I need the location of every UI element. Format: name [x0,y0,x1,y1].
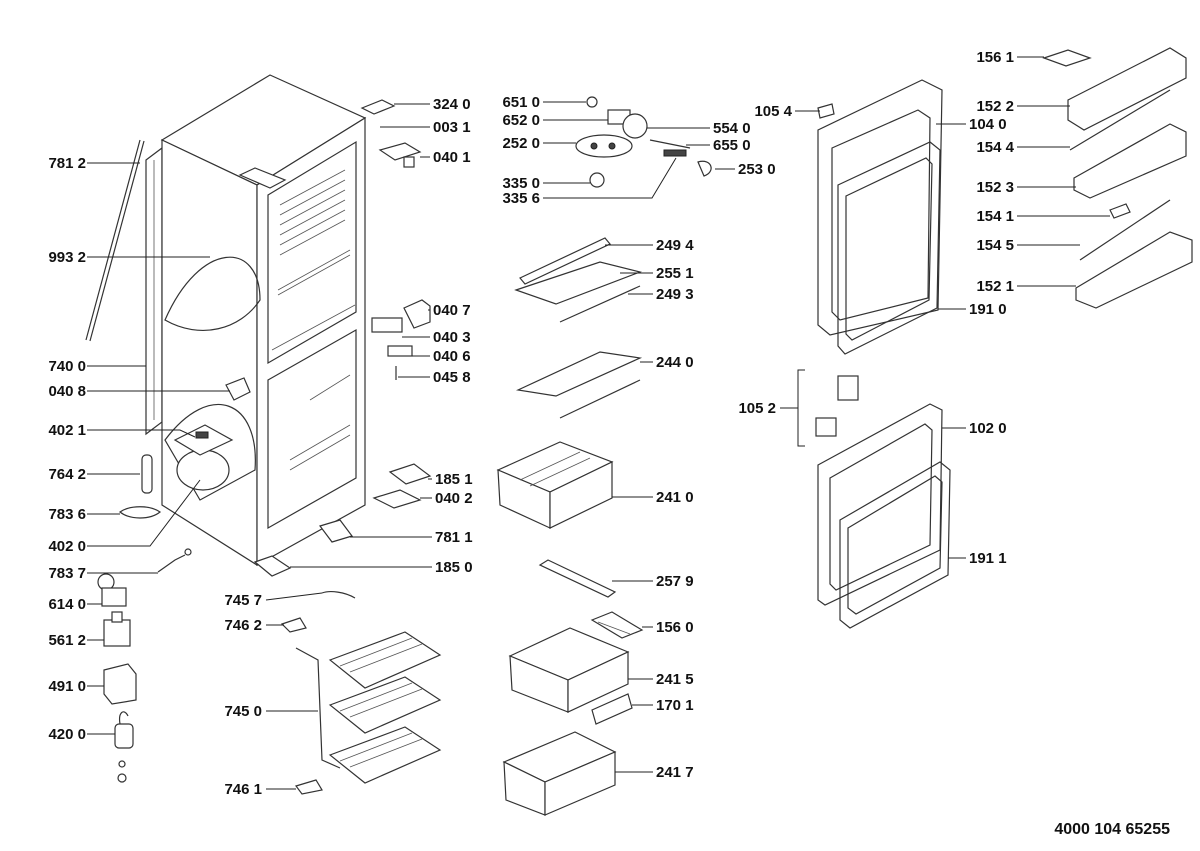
part-label: 040 1 [433,149,471,166]
part-label: 040 2 [435,490,473,507]
cabinet-drawing [160,74,367,567]
part-label: 105 2 [738,400,776,417]
brackets-drawing [225,99,432,577]
part-label: 781 1 [435,529,473,546]
part-label: 764 2 [48,466,86,483]
part-label: 241 7 [656,764,694,781]
part-label: 651 0 [502,94,540,111]
part-label: 244 0 [656,354,694,371]
part-label: 040 6 [433,348,471,365]
part-label: 335 6 [502,190,540,207]
part-label: 170 1 [656,697,694,714]
document-number: 4000 104 65255 [1054,821,1170,838]
part-label: 185 1 [435,471,473,488]
part-label: 740 0 [48,358,86,375]
part-label: 156 1 [976,49,1014,66]
part-label: 152 2 [976,98,1014,115]
part-label: 102 0 [969,420,1007,437]
leader-lines [87,56,1110,790]
part-label: 191 0 [969,301,1007,318]
part-label: 783 6 [48,506,86,523]
part-label: 420 0 [48,726,86,743]
part-label: 045 8 [433,369,471,386]
part-label: 652 0 [502,112,540,129]
part-label: 003 1 [433,119,471,136]
part-label: 746 2 [224,617,262,634]
part-label: 655 0 [713,137,751,154]
drawers-drawing [496,441,644,816]
part-label: 040 7 [433,302,471,319]
part-781-2-drawing [85,139,145,342]
part-label: 253 0 [738,161,776,178]
part-label: 249 3 [656,286,694,303]
part-label: 241 5 [656,671,694,688]
compressor-drawing [118,424,234,573]
part-label: 781 2 [48,155,86,172]
part-label: 561 2 [48,632,86,649]
part-label: 152 1 [976,278,1014,295]
part-label: 104 0 [969,116,1007,133]
part-label: 040 8 [48,383,86,400]
part-label: 040 3 [433,329,471,346]
part-label: 152 3 [976,179,1014,196]
part-label: 156 0 [656,619,694,636]
part-label: 252 0 [502,135,540,152]
part-label: 324 0 [433,96,471,113]
thermostat-parts-drawing [575,96,712,188]
part-label: 154 1 [976,208,1014,225]
electrical-parts-drawing [97,573,137,783]
part-label: 554 0 [713,120,751,137]
part-label: 255 1 [656,265,694,282]
part-label: 154 4 [976,139,1014,156]
part-label: 783 7 [48,565,86,582]
part-label: 746 1 [224,781,262,798]
part-label: 257 9 [656,573,694,590]
part-label: 241 0 [656,489,694,506]
part-label: 335 0 [502,175,540,192]
wire-shelves-drawing [280,591,442,795]
part-label: 105 4 [754,103,792,120]
part-label: 154 5 [976,237,1014,254]
glass-shelves-drawing [514,237,643,419]
part-label: 614 0 [48,596,86,613]
lower-door-drawing [797,369,951,629]
part-label: 185 0 [435,559,473,576]
part-label: 402 1 [48,422,86,439]
part-label: 249 4 [656,237,694,254]
part-label: 745 7 [224,592,262,609]
part-label: 191 1 [969,550,1007,567]
part-labels: 781 2 993 2 740 0 040 8 402 1 764 2 783 … [48,49,1014,798]
part-label: 993 2 [48,249,86,266]
part-label: 402 0 [48,538,86,555]
part-label: 745 0 [224,703,262,720]
part-label: 491 0 [48,678,86,695]
door-bins-drawing [1042,47,1193,309]
upper-door-drawing [817,79,943,355]
